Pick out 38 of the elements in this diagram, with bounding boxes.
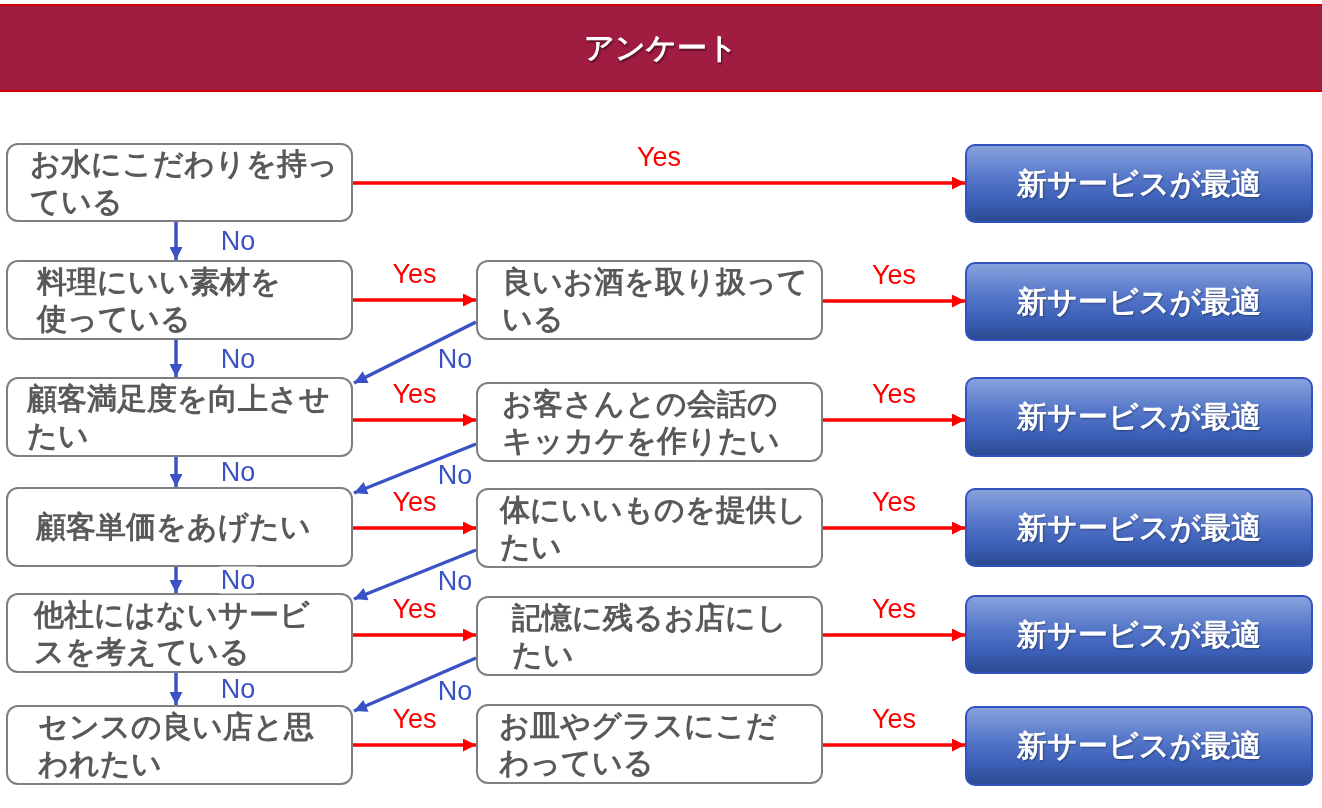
- result-box: 新サービスが最適: [965, 706, 1313, 786]
- arrow: [169, 340, 183, 377]
- arrow: [169, 457, 183, 487]
- arrow: [823, 521, 965, 535]
- arrow: [353, 521, 476, 535]
- title: アンケート: [584, 30, 738, 66]
- question-box: 顧客単価をあげたい: [6, 487, 353, 567]
- question-box: お客さんとの会話のキッカケを作りたい: [476, 382, 823, 462]
- question-box: センスの良い店と思われたい: [6, 705, 353, 785]
- result-box: 新サービスが最適: [965, 262, 1313, 341]
- result-box: 新サービスが最適: [965, 488, 1313, 567]
- question-box: 記憶に残るお店にしたい: [476, 596, 823, 676]
- arrow: [353, 628, 476, 642]
- arrow: [823, 628, 965, 642]
- question-box: 他社にはないサービスを考えている: [6, 593, 353, 673]
- arrow: [353, 413, 476, 427]
- arrow: [169, 673, 183, 705]
- question-box: 料理にいい素材を使っている: [6, 260, 353, 340]
- arrow: [353, 738, 476, 752]
- arrow: [353, 656, 477, 713]
- arrow: [353, 293, 476, 307]
- question-box: 良いお酒を取り扱っている: [476, 260, 823, 340]
- arrow: [353, 320, 477, 385]
- arrow: [353, 442, 477, 495]
- result-box: 新サービスが最適: [965, 595, 1313, 674]
- question-box: 体にいいものを提供したい: [476, 488, 823, 568]
- result-box: 新サービスが最適: [965, 377, 1313, 457]
- arrow: [169, 222, 183, 260]
- arrow: [353, 176, 965, 190]
- arrow: [823, 294, 965, 308]
- arrow: [823, 413, 965, 427]
- arrow: [169, 567, 183, 593]
- arrow: [823, 738, 965, 752]
- question-box: 顧客満足度を向上させたい: [6, 377, 353, 457]
- question-box: お水にこだわりを持っている: [6, 143, 353, 222]
- result-box: 新サービスが最適: [965, 144, 1313, 223]
- question-box: お皿やグラスにこだわっている: [476, 704, 823, 784]
- arrow: [353, 548, 477, 601]
